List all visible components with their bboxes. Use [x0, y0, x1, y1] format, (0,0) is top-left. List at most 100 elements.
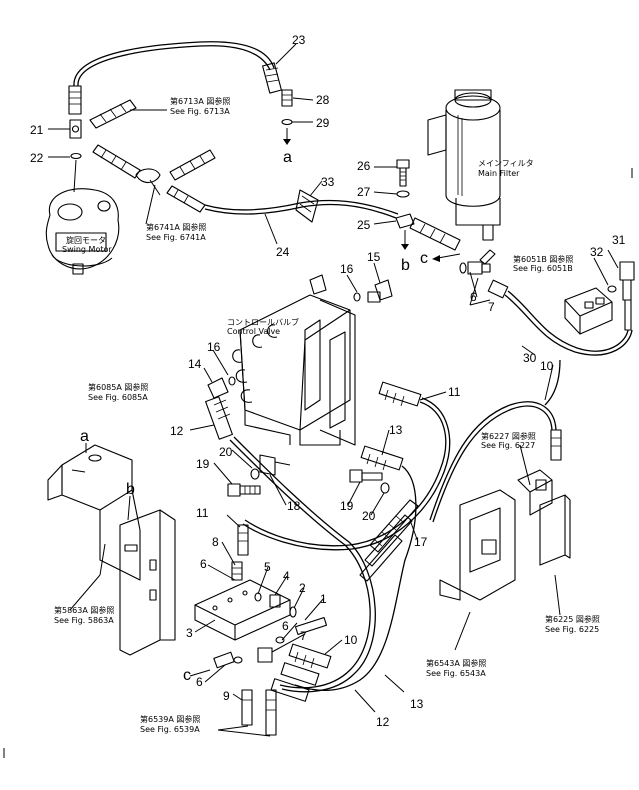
- label-17: 17: [414, 535, 428, 549]
- hose-12: [205, 396, 376, 693]
- main-filter: [427, 89, 501, 241]
- ref-6713-jp: 第6713A 図参照: [170, 96, 230, 106]
- hose-13: [294, 445, 417, 691]
- label-32: 32: [590, 245, 604, 259]
- label-12-bottom: 12: [376, 715, 390, 729]
- label-19-left: 19: [196, 457, 210, 471]
- fitting-28: [281, 89, 293, 107]
- label-15: 15: [367, 250, 381, 264]
- fittings-9-bottom: [241, 689, 277, 736]
- hose-end-c: [409, 217, 461, 262]
- ref-6539-jp: 第6539A 図参照: [140, 714, 200, 724]
- elbow-top-valve: [309, 274, 327, 295]
- label-21: 21: [30, 123, 44, 137]
- letter-c-bottom: c: [183, 667, 191, 684]
- o-ring-22: [70, 152, 82, 160]
- fittings-lower-6-7: [213, 636, 285, 669]
- label-11-right: 11: [448, 385, 461, 399]
- ref-6543-jp: 第6543A 図参照: [426, 658, 486, 668]
- swing-motor-jp: 旋回モータ: [66, 235, 106, 245]
- ref-6539-en: See Fig. 6539A: [140, 725, 200, 734]
- margin-marks: [3, 168, 633, 758]
- label-20-left: 20: [219, 445, 233, 459]
- fittings-31-32: [607, 261, 635, 331]
- ref-6543-en: See Fig. 6543A: [426, 669, 486, 678]
- label-10-right: 10: [540, 359, 554, 373]
- letter-a-bracket: a: [80, 428, 89, 445]
- fitting-8: [231, 561, 243, 581]
- hose-end-11-left: [237, 524, 249, 556]
- ref-6227-jp: 第6227 図参照: [481, 431, 536, 441]
- label-6-upper: 6: [200, 557, 207, 571]
- hose-bundle-17: [359, 499, 419, 582]
- label-33: 33: [321, 175, 335, 189]
- label-2: 2: [299, 581, 306, 595]
- main-filter-en: Main Filter: [478, 169, 520, 178]
- washer-27: [396, 190, 410, 198]
- fitting-15: [367, 279, 393, 303]
- bracket-5863A: [119, 509, 176, 656]
- ref-5863-en: See Fig. 5863A: [54, 616, 114, 625]
- label-9: 9: [223, 689, 230, 703]
- control-valve-jp: コントロールバルブ: [227, 317, 299, 327]
- label-27: 27: [357, 185, 371, 199]
- label-8: 8: [212, 535, 219, 549]
- label-24: 24: [276, 245, 290, 259]
- figure-references: 第6713A 図参照 See Fig. 6713A 第6741A 図参照 See…: [54, 96, 600, 734]
- letter-c-top: c: [420, 250, 428, 267]
- bolt-19-right: [349, 469, 383, 483]
- label-16-top: 16: [340, 262, 354, 276]
- ref-6227-en: See Fig. 6227: [481, 441, 535, 450]
- block-25: [395, 213, 415, 250]
- label-12-top: 12: [170, 424, 184, 438]
- main-filter-jp: メインフィルタ: [478, 159, 534, 168]
- leader-lines: [48, 43, 619, 737]
- label-16-left: 16: [207, 340, 221, 354]
- label-19-right: 19: [340, 499, 354, 513]
- washer-20-right: [380, 482, 390, 494]
- fitting-top-left: [68, 85, 82, 115]
- label-7-right: 7: [488, 300, 495, 314]
- label-11-left: 11: [196, 506, 209, 520]
- part-number-labels: 23 28 29 21 22 33 24 26 27 25 6 7 30 10 …: [30, 33, 626, 729]
- hose-24: [204, 199, 399, 219]
- label-18: 18: [287, 499, 301, 513]
- bracket-6085A: [47, 444, 141, 581]
- label-6-right: 6: [470, 290, 477, 304]
- hose-30: [487, 279, 633, 356]
- ref-5863-jp: 第5863A 図参照: [54, 605, 114, 615]
- label-3: 3: [186, 626, 193, 640]
- swing-motor: [45, 159, 120, 275]
- fittings-1-2-4-5: [254, 592, 328, 635]
- o-ring-29: [281, 118, 293, 145]
- valve-block-3: [194, 579, 291, 641]
- label-14: 14: [188, 357, 202, 371]
- bracket-6543A: [439, 489, 516, 601]
- ref-6051-en: See Fig. 6051B: [513, 264, 573, 273]
- ref-6713-en: See Fig. 6713A: [170, 107, 230, 116]
- label-20-right: 20: [362, 509, 376, 523]
- swing-motor-en: Swing Motor: [62, 245, 112, 254]
- label-5: 5: [264, 560, 271, 574]
- label-13-mid: 13: [389, 423, 403, 437]
- hose-23: [73, 41, 282, 94]
- label-22: 22: [30, 151, 44, 165]
- fittings-right-6-7: [459, 249, 496, 275]
- letter-b-top: b: [401, 257, 410, 274]
- label-26: 26: [357, 159, 371, 173]
- label-6-bottom: 6: [196, 675, 203, 689]
- letter-a-top: a: [283, 149, 292, 166]
- control-valve-en: Control Valve: [227, 327, 280, 336]
- label-29: 29: [316, 116, 330, 130]
- block-18: [259, 454, 291, 476]
- ref-6225-jp: 第6225 図参照: [545, 614, 600, 624]
- label-4: 4: [283, 569, 290, 583]
- hose-11: [242, 381, 451, 551]
- ref-6051-jp: 第6051B 図参照: [513, 254, 573, 264]
- label-31: 31: [612, 233, 626, 247]
- label-23: 23: [292, 33, 306, 47]
- elbow-21: [69, 119, 82, 139]
- valve-6227: [517, 469, 553, 516]
